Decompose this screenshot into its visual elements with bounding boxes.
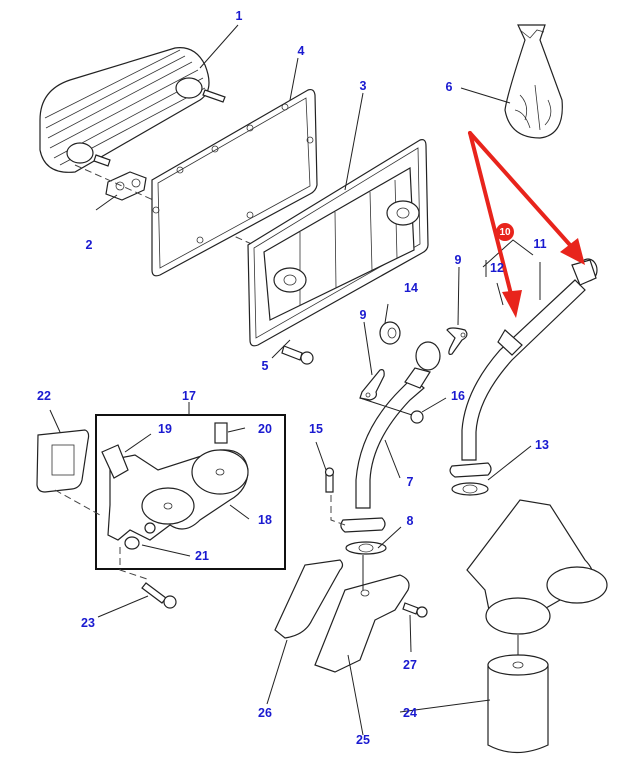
callout-1: 1 — [235, 8, 243, 23]
callout-13: 13 — [535, 437, 549, 452]
callout-25: 25 — [356, 732, 370, 747]
filter-head-bolt — [141, 582, 177, 609]
mounting-bracket — [314, 574, 410, 673]
callout-26: 26 — [258, 705, 272, 720]
highlight-arrows — [468, 131, 585, 318]
plug-top — [214, 422, 228, 444]
callout-18: 18 — [258, 512, 272, 527]
callout-7: 7 — [406, 474, 414, 489]
filter-head-gasket — [36, 429, 90, 493]
oil-filter-cartridge — [487, 654, 549, 754]
callout-2: 2 — [85, 237, 93, 252]
callout-16: 16 — [451, 388, 465, 403]
callout-20: 20 — [258, 421, 272, 436]
callout-10-badge: 10 — [496, 223, 514, 241]
callout-21: 21 — [195, 548, 209, 563]
oil-cooler — [39, 47, 226, 173]
callout-6: 6 — [445, 79, 453, 94]
arrowhead-left — [502, 290, 522, 318]
callout-22: 22 — [37, 388, 51, 403]
pipe-flange-gasket-left — [345, 541, 387, 555]
bracket-gasket — [274, 559, 344, 639]
callout-11: 11 — [533, 236, 547, 251]
callout-9-right: 9 — [454, 252, 462, 267]
oil-pipe-left — [340, 341, 441, 533]
seal-kit-bag — [504, 24, 563, 139]
callout-23: 23 — [81, 615, 95, 630]
nut — [410, 410, 424, 424]
oil-pipe-right — [449, 258, 598, 478]
cover-gasket — [151, 88, 318, 277]
pipe-clip-right — [446, 327, 468, 355]
flange-bolt — [324, 467, 335, 493]
callout-9: 9 — [359, 307, 367, 322]
sealing-washer — [379, 321, 401, 345]
callout-14: 14 — [404, 280, 418, 295]
callout-27: 27 — [403, 657, 417, 672]
callout-15: 15 — [309, 421, 323, 436]
filter-head-body — [107, 449, 249, 541]
cooler-cover-plate — [247, 139, 429, 347]
callout-17: 17 — [182, 388, 196, 403]
plug-side — [124, 536, 140, 550]
callout-5: 5 — [261, 358, 269, 373]
arrowhead-right — [560, 238, 585, 265]
bracket-bolt — [402, 602, 428, 618]
callout-19: 19 — [158, 421, 172, 436]
callout-4: 4 — [297, 43, 305, 58]
callout-12: 12 — [490, 260, 504, 275]
leader-lines — [49, 24, 541, 736]
adapter-fitting — [101, 444, 129, 479]
cooler-gasket — [105, 171, 147, 201]
filter-head-assembly-box — [95, 414, 286, 570]
callout-24: 24 — [403, 705, 417, 720]
cover-bolt — [281, 345, 314, 365]
pipe-flange-gasket-right — [451, 482, 489, 496]
pipe-clip — [359, 369, 385, 401]
callout-8: 8 — [406, 513, 414, 528]
callout-3: 3 — [359, 78, 367, 93]
filter-base-housing — [466, 499, 608, 635]
